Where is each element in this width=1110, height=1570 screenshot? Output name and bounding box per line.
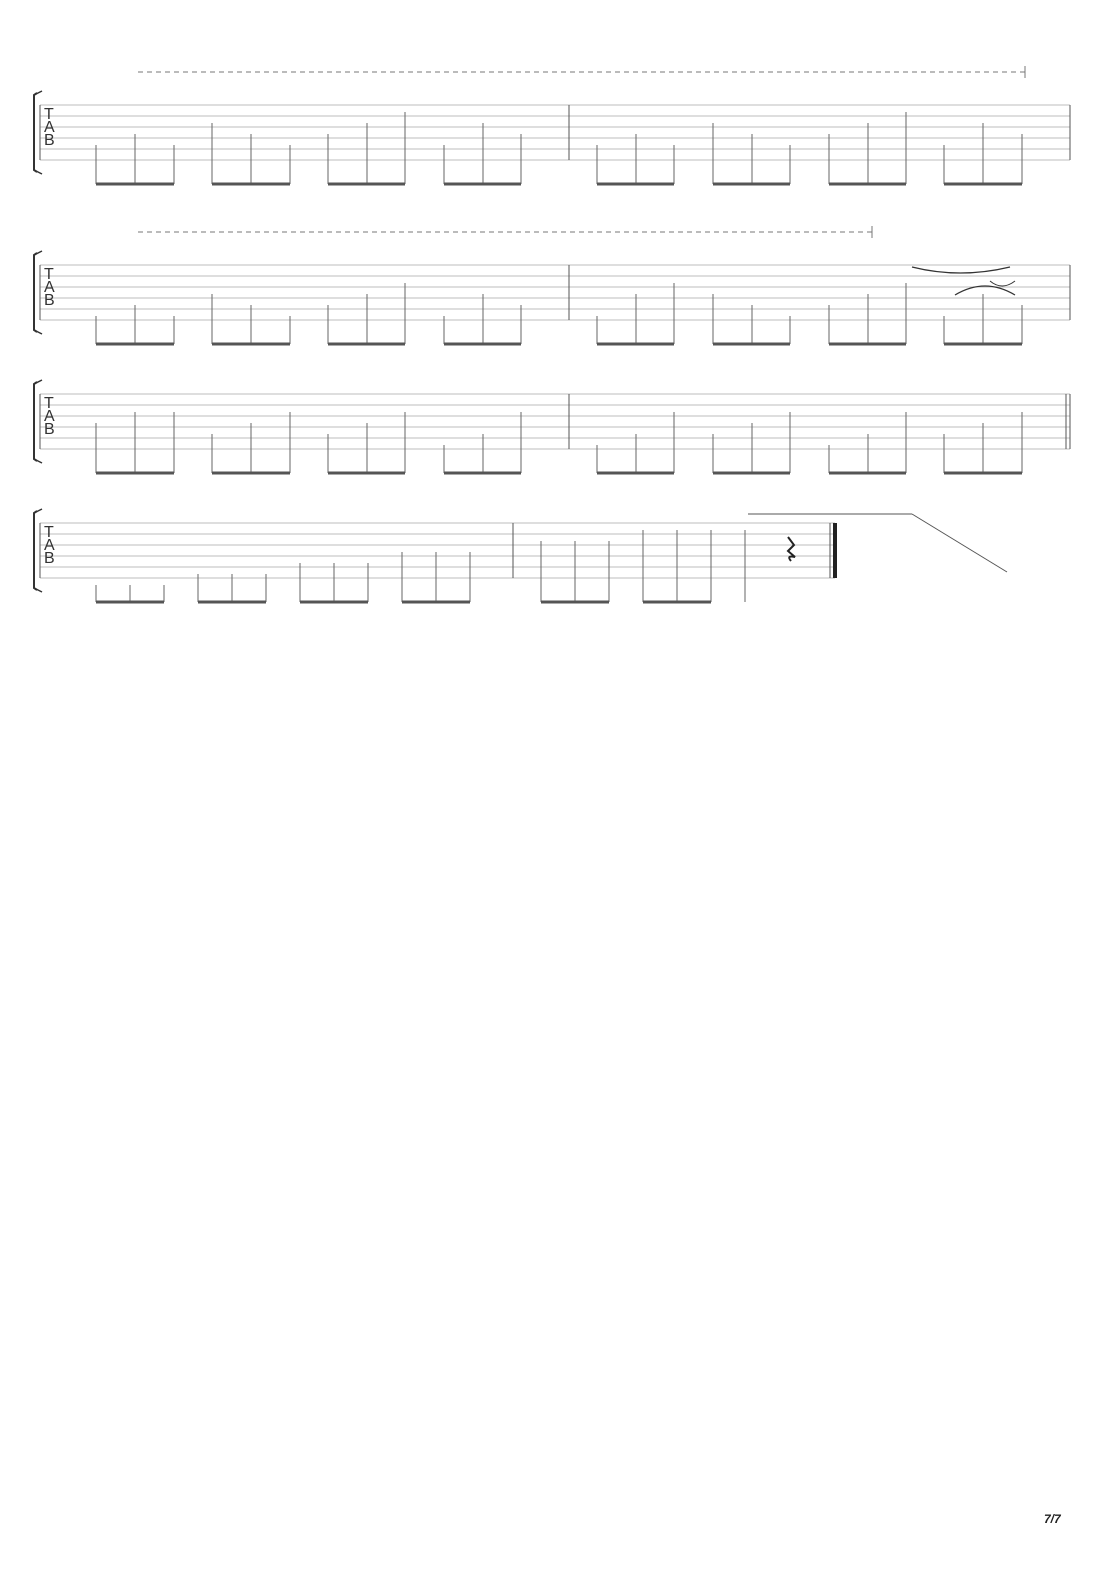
bracket-hook-bottom (33, 458, 43, 464)
tab-clef-letter: B (44, 550, 55, 567)
tab-clef-letter: A (44, 537, 55, 554)
system-bracket (33, 510, 38, 591)
system-bracket (33, 92, 38, 173)
bracket-hook-top (33, 508, 43, 514)
system-bracket (33, 381, 38, 462)
quarter-rest (786, 536, 796, 562)
bracket-hook-top (33, 90, 43, 96)
tab-clef-letter: T (44, 395, 54, 412)
tab-clef-letter: T (44, 266, 54, 283)
tab-clef-letter: A (44, 119, 55, 136)
tab-clef-letter: A (44, 408, 55, 425)
bracket-hook-bottom (33, 169, 43, 175)
tie-arc (954, 285, 1016, 296)
slur-arc (989, 280, 1016, 287)
tab-clef-letter: T (44, 524, 54, 541)
page-number: 7/7 (1044, 1512, 1061, 1526)
tab-clef-letter: B (44, 132, 55, 149)
bracket-hook-top (33, 250, 43, 256)
tab-clef-letter: B (44, 292, 55, 309)
tab-clef-letter: B (44, 421, 55, 438)
tab-clef-letter: A (44, 279, 55, 296)
tab-clef-letter: T (44, 106, 54, 123)
bend-line (911, 513, 1008, 573)
bracket-hook-bottom (33, 329, 43, 335)
tie-arc (911, 266, 1011, 274)
bracket-hook-top (33, 379, 43, 385)
system-bracket (33, 252, 38, 333)
bracket-hook-bottom (33, 587, 43, 593)
